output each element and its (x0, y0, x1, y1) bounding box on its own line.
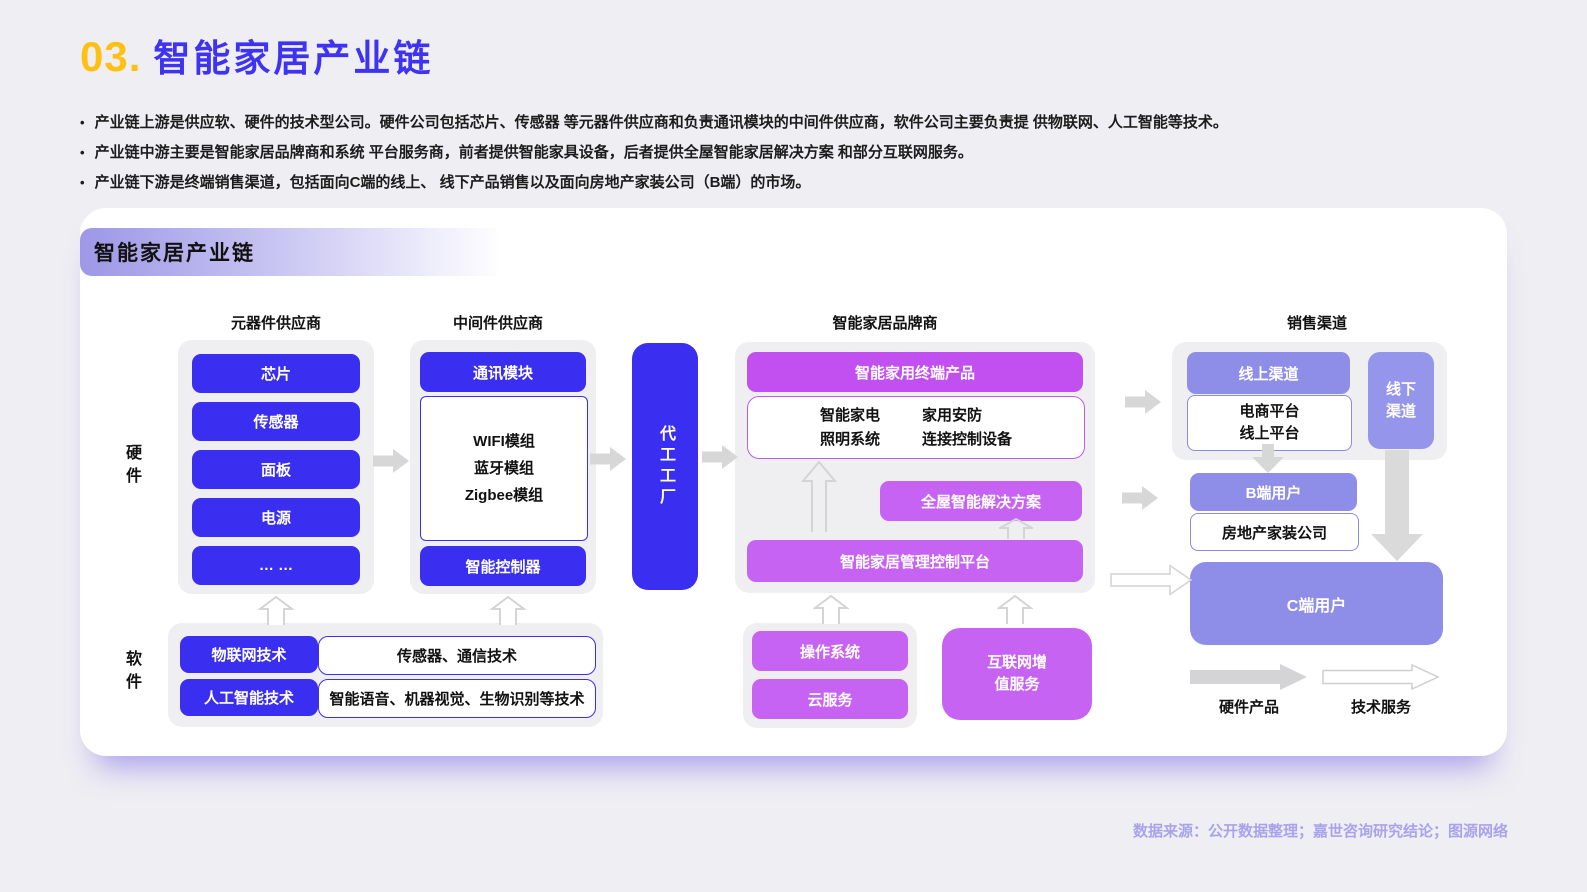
diagram-header-ribbon: 智能家居产业链 (80, 228, 525, 276)
slide-title-text: 智能家居产业链 (153, 38, 434, 79)
software-cloud-box: 云服务 (752, 679, 908, 719)
legend-hardware-label: 硬件产品 (1218, 699, 1279, 716)
software-iot-detail-box: 传感器、通信技术 (318, 636, 596, 675)
sales-offline-channel-box: 线下 渠道 (1368, 352, 1434, 449)
arrow-right-middleware-to-foundry-icon (590, 447, 626, 471)
product-smart-appliance: 智能家电 (819, 406, 880, 424)
arrow-down-offline-to-cuser-icon (1370, 450, 1424, 562)
sales-b-user-box: B端用户 (1190, 473, 1357, 511)
diagram-header-title: 智能家居产业链 (94, 242, 255, 265)
offline-line1: 线下 (1385, 380, 1416, 398)
product-lighting: 照明系统 (819, 430, 880, 448)
brand-solution-box: 全屋智能解决方案 (880, 481, 1082, 521)
component-box-chip: 芯片 (192, 354, 360, 393)
arrow-up-software-to-components-icon (258, 596, 294, 626)
bullet-text: 产业链上游是供应软、硬件的技术型公司。硬件公司包括芯片、传感器 等元器件供应商和… (94, 114, 1228, 131)
bullet-text: 产业链中游主要是智能家居品牌商和系统 平台服务商，前者提供智能家具设备，后者提供… (94, 144, 973, 161)
middleware-box-comm-module: 通讯模块 (420, 352, 586, 392)
online-platform-ecommerce: 电商平台 (1239, 403, 1300, 420)
bullet-item-midstream: 产业链中游主要是智能家居品牌商和系统 平台服务商，前者提供智能家具设备，后者提供… (80, 143, 1510, 162)
product-types-right: 家用安防 连接控制设备 (922, 404, 1012, 452)
bullet-item-downstream: 产业链下游是终端销售渠道，包括面向C端的线上、 线下产品销售以及面向房地产家装公… (80, 173, 1510, 192)
internet-vas-box: 互联网增 值服务 (942, 628, 1092, 720)
column-header-sales: 销售渠道 (1286, 315, 1347, 332)
arrow-right-foundry-to-brand-icon (702, 445, 738, 469)
arrow-down-online-to-buser-icon (1251, 444, 1285, 474)
sales-b-company-box: 房地产家装公司 (1190, 513, 1359, 551)
column-header-components: 元器件供应商 (230, 315, 321, 332)
bullet-text: 产业链下游是终端销售渠道，包括面向C端的线上、 线下产品销售以及面向房地产家装公… (94, 174, 811, 191)
product-security: 家用安防 (922, 406, 983, 424)
side-label-software: 软件 (125, 651, 142, 691)
middleware-box-controller: 智能控制器 (420, 546, 586, 586)
product-connected-control: 连接控制设备 (922, 430, 1013, 448)
column-header-middleware: 中间件供应商 (452, 315, 543, 332)
brand-platform-box: 智能家居管理控制平台 (747, 540, 1083, 582)
sales-online-platforms-box: 电商平台 线上平台 (1187, 395, 1352, 451)
legend-hardware-arrow-icon (1190, 664, 1308, 690)
brand-terminal-products-box: 智能家用终端产品 (747, 352, 1083, 392)
vas-line1: 互联网增 (986, 654, 1047, 671)
brand-product-types-box: 智能家电 照明系统 家用安防 连接控制设备 (747, 396, 1085, 459)
middleware-modules-box: WIFI模组 蓝牙模组 Zigbee模组 (420, 396, 588, 541)
slide-number: 03. (80, 33, 142, 80)
software-ai-box: 人工智能技术 (180, 679, 318, 716)
software-ai-detail-box: 智能语音、机器视觉、生物识别等技术 (318, 679, 596, 718)
component-box-others: … … (192, 546, 360, 585)
vas-line2: 值服务 (994, 676, 1040, 693)
arrow-up-software-to-middleware-icon (490, 596, 526, 626)
side-label-hardware: 硬件 (125, 445, 142, 485)
component-box-panel: 面板 (192, 450, 360, 489)
column-header-brand: 智能家居品牌商 (832, 315, 938, 332)
product-types-left: 智能家电 照明系统 (820, 404, 880, 452)
data-source-note: 数据来源：公开数据整理；嘉世咨询研究结论；图源网络 (1132, 823, 1508, 840)
arrow-up-platform-to-products-icon (801, 461, 837, 533)
component-box-power: 电源 (192, 498, 360, 537)
legend-service-label: 技术服务 (1350, 699, 1411, 716)
arrow-right-terminal-to-online-icon (1125, 390, 1161, 414)
sales-online-channel-box: 线上渠道 (1187, 352, 1350, 394)
arrow-right-solution-to-buser-icon (1122, 486, 1158, 510)
page-title: 03. 智能家居产业链 (80, 28, 433, 82)
arrow-up-os-to-brand-icon (813, 595, 849, 625)
sales-c-user-box: C端用户 (1190, 562, 1443, 645)
product-types-grid: 智能家电 照明系统 家用安防 连接控制设备 (820, 404, 1012, 452)
arrow-up-platform-to-solution-icon (999, 518, 1033, 540)
software-iot-box: 物联网技术 (180, 636, 318, 673)
arrow-right-components-to-middleware-icon (373, 449, 409, 473)
software-os-box: 操作系统 (752, 631, 908, 671)
arrow-right-platform-to-cuser-icon (1110, 564, 1192, 596)
module-bluetooth: 蓝牙模组 (473, 460, 534, 477)
module-wifi: WIFI模组 (473, 433, 535, 450)
module-zigbee: Zigbee模组 (464, 487, 544, 504)
component-box-sensor: 传感器 (192, 402, 360, 441)
legend-service-arrow-icon (1322, 664, 1440, 690)
bullet-item-upstream: 产业链上游是供应软、硬件的技术型公司。硬件公司包括芯片、传感器 等元器件供应商和… (80, 113, 1510, 132)
arrow-up-vas-to-brand-icon (997, 595, 1033, 625)
offline-line2: 渠道 (1385, 402, 1416, 420)
foundry-box: 代工工厂 (632, 343, 698, 590)
online-platform-online: 线上平台 (1239, 425, 1300, 442)
